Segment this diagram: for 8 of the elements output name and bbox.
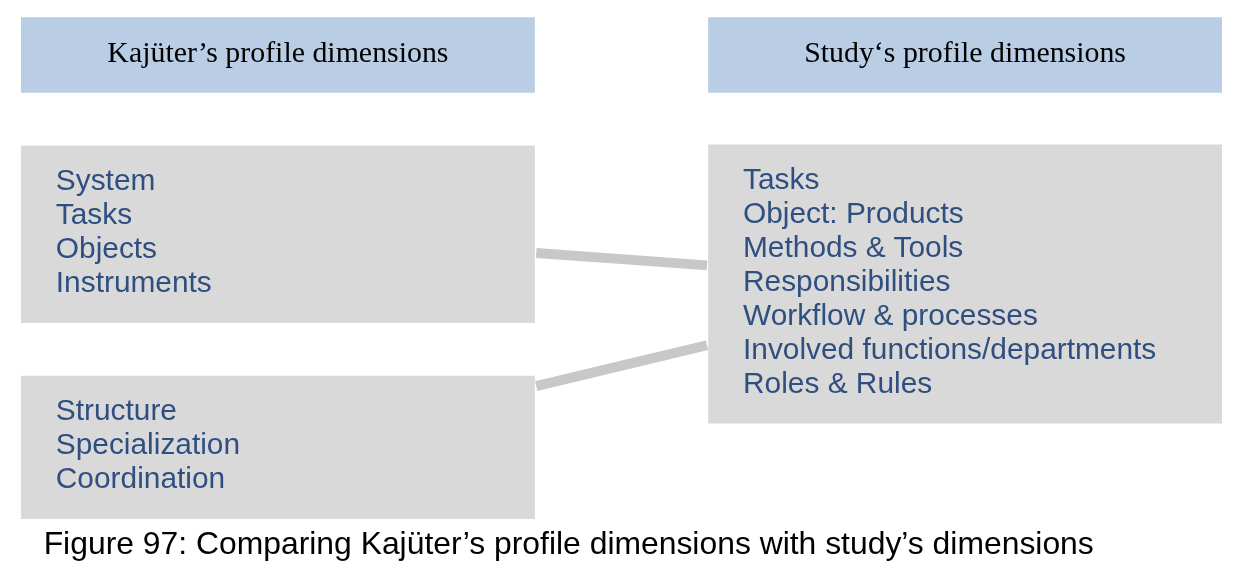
connector [534, 340, 708, 391]
node-box: Study‘s profile dimensions [705, 15, 1224, 95]
connector [535, 247, 707, 271]
node-box: System Tasks Objects Instruments [18, 143, 537, 325]
node-box: Kajüter’s profile dimensions [18, 15, 537, 95]
node-box: Structure Specialization Coordination [18, 373, 537, 522]
caption: Figure 97: Comparing Kajüter’s profile dimensions with study’s dimensions [43, 524, 1094, 561]
node-box: Tasks Object: Products Methods & Tools Responsibilities Workflow & processes Involved functions/departments Roles & Rules [705, 142, 1224, 426]
